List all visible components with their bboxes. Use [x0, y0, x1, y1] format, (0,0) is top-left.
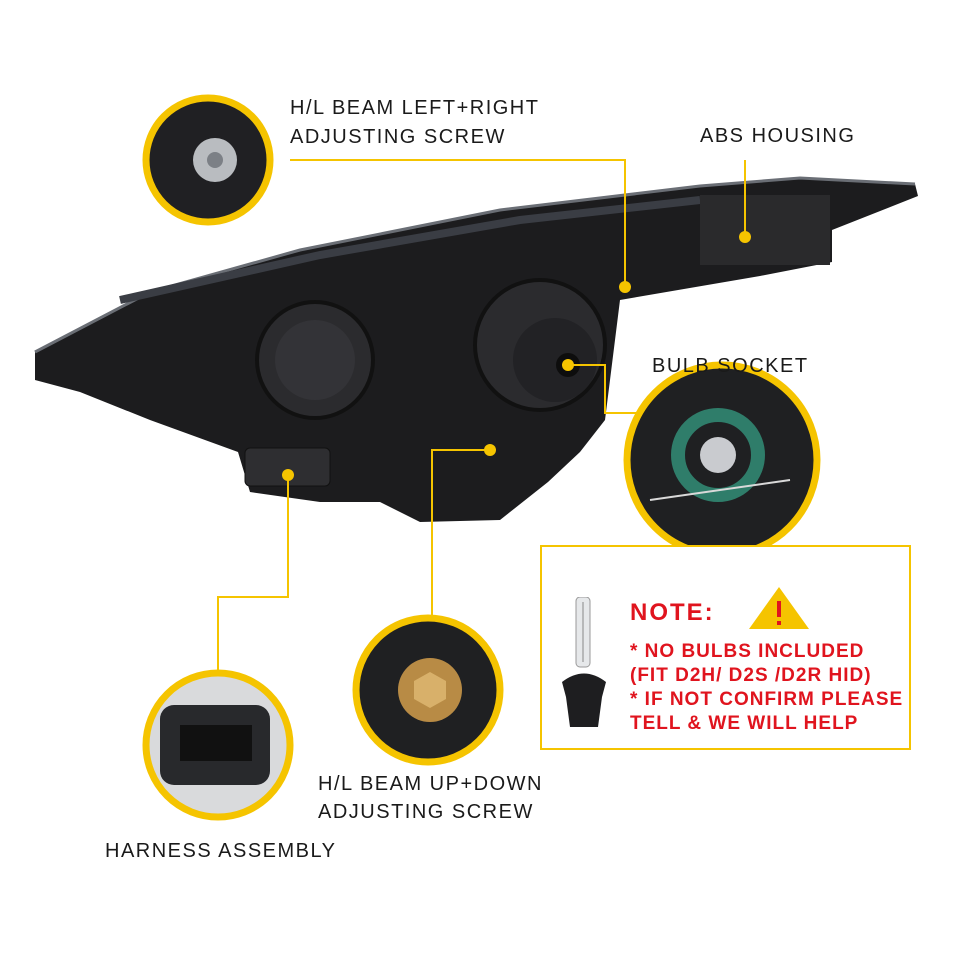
leader-dots: [282, 231, 751, 481]
bulb-socket-rubber: [513, 318, 597, 402]
detail-lr-screw: [142, 94, 274, 226]
hid-bulb-image: [562, 597, 606, 727]
note-line-4: TELL & WE WILL HELP: [630, 713, 859, 734]
warning-triangle-icon: [749, 587, 809, 629]
detail-bulb-socket: [623, 361, 821, 559]
note-line-3: * IF NOT CONFIRM PLEASE: [630, 689, 904, 710]
label-bulb-socket: BULB SOCKET: [652, 355, 809, 377]
label-ud-screw-line1: H/L BEAM UP+DOWN: [318, 773, 543, 795]
bulb-cap-left-inner: [275, 320, 355, 400]
label-lr-screw-line1: H/L BEAM LEFT+RIGHT: [290, 97, 540, 119]
note-line-2: (FIT D2H/ D2S /D2R HID): [630, 665, 872, 686]
label-ud-screw-line2: ADJUSTING SCREW: [318, 801, 534, 823]
label-abs-housing: ABS HOUSING: [700, 125, 856, 147]
label-lr-screw-line2: ADJUSTING SCREW: [290, 126, 506, 148]
note-box: NOTE: * NO BULBS INCLUDED (FIT D2H/ D2S …: [540, 545, 911, 750]
detail-harness: [142, 669, 294, 821]
note-title: NOTE:: [630, 599, 715, 626]
detail-ud-screw: [352, 614, 504, 766]
note-line-1: * NO BULBS INCLUDED: [630, 641, 865, 662]
label-harness: HARNESS ASSEMBLY: [105, 840, 337, 862]
